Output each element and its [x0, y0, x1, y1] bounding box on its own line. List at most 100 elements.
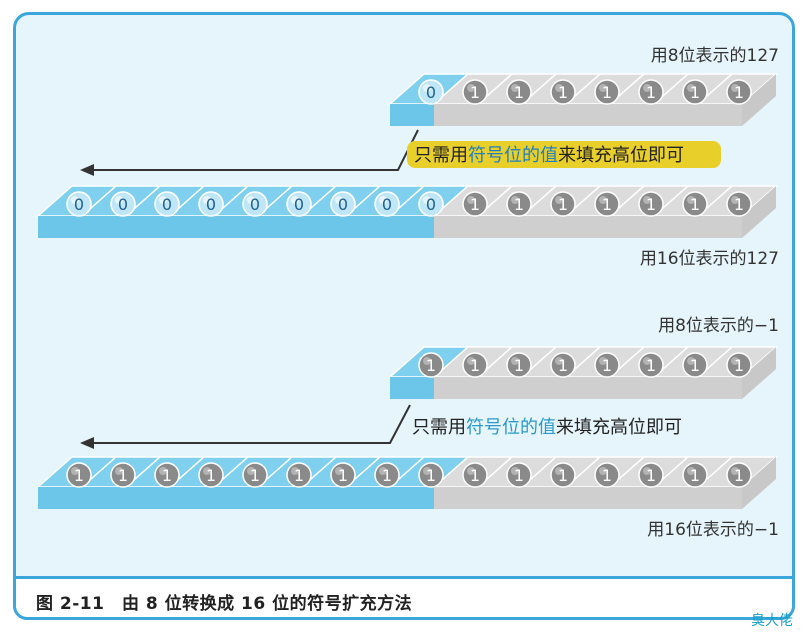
bit-ball-shine: [643, 196, 651, 204]
bit-ball: [330, 462, 356, 488]
bit-ball: [462, 462, 488, 488]
bit-ball-shine: [379, 196, 387, 204]
bit-ball-shine: [203, 467, 211, 475]
bit-digit: 1: [690, 356, 700, 375]
bit-ball-shine: [687, 84, 695, 92]
bit-ball-shine: [687, 467, 695, 475]
bit-digit: 0: [206, 195, 216, 214]
bit-ball: [682, 462, 708, 488]
bit-ball-shine: [643, 84, 651, 92]
top-extension-note: 只需用符号位的值来填充高位即可: [80, 129, 721, 176]
bit-ball-shine: [731, 357, 739, 365]
bit-ball-shine: [335, 196, 343, 204]
row-side-face: [742, 186, 776, 238]
bit-ball: [550, 191, 576, 217]
label-top-16bit: 用16位表示的127: [640, 249, 779, 269]
row-front-blue: [38, 487, 434, 509]
bit-ball: [66, 462, 92, 488]
top-note-highlight: [407, 141, 721, 168]
bit-ball: [110, 462, 136, 488]
bit-ball-shine: [731, 84, 739, 92]
bottom-extension-note: 只需用符号位的值来填充高位即可: [80, 404, 682, 449]
bit-digit: 1: [602, 195, 612, 214]
bit-digit: 1: [558, 466, 568, 485]
bit-digit: 1: [250, 466, 260, 485]
bit-digit: 0: [426, 83, 436, 102]
bit-digit: 1: [558, 356, 568, 375]
bit-digit: 1: [426, 466, 436, 485]
bit-ball: [242, 462, 268, 488]
bit-ball: [594, 79, 620, 105]
bit-ball: [726, 191, 752, 217]
bit-ball-shine: [467, 467, 475, 475]
bit-ball-shine: [71, 196, 79, 204]
bit-digit: 0: [162, 195, 172, 214]
bit-ball-shine: [379, 467, 387, 475]
bit-ball: [374, 462, 400, 488]
bit-ball-shine: [335, 467, 343, 475]
bottom-extension-arrow: [86, 404, 411, 444]
bit-ball-shine: [511, 357, 519, 365]
row-front-gray: [434, 487, 742, 509]
bit-digit: 1: [734, 356, 744, 375]
bit-digit: 1: [734, 195, 744, 214]
bit-digit: 1: [646, 356, 656, 375]
bit-ball-shine: [511, 196, 519, 204]
bit-digit: 0: [250, 195, 260, 214]
bit-ball-shine: [643, 467, 651, 475]
bit-digit: 1: [734, 466, 744, 485]
bit-ball: [594, 462, 620, 488]
bit-ball-shine: [599, 357, 607, 365]
bit-ball: [550, 352, 576, 378]
bit-ball-shine: [731, 196, 739, 204]
bit-ball-shine: [423, 84, 431, 92]
bit-ball-shine: [731, 467, 739, 475]
bit-ball: [682, 79, 708, 105]
bit-digit: 1: [514, 83, 524, 102]
bit-ball-shine: [423, 357, 431, 365]
bit-ball: [506, 191, 532, 217]
bit-ball: [594, 191, 620, 217]
bit-ball: [462, 352, 488, 378]
bit-digit: 1: [690, 83, 700, 102]
bit-digit: 0: [338, 195, 348, 214]
bit-digit: 0: [382, 195, 392, 214]
bottom-note-text: 只需用符号位的值来填充高位即可: [412, 417, 682, 438]
row-side-face: [742, 457, 776, 509]
bit-digit: 1: [470, 356, 480, 375]
bit-digit: 1: [514, 195, 524, 214]
bit-digit: 1: [118, 466, 128, 485]
bit-ball-shine: [115, 196, 123, 204]
row-front-gray: [434, 216, 742, 238]
bit-ball: [550, 462, 576, 488]
bit-ball-shine: [599, 84, 607, 92]
bit-ball: [418, 352, 444, 378]
row-front-blue: [390, 377, 434, 399]
bit-digit: 1: [74, 466, 84, 485]
bit-digit: 1: [514, 356, 524, 375]
row-side-face: [742, 347, 776, 399]
bit-digit: 1: [558, 83, 568, 102]
label-bottom-16bit: 用16位表示的−1: [647, 520, 779, 540]
row-front-gray: [434, 104, 742, 126]
bit-digit: 0: [74, 195, 84, 214]
bit-ball: [682, 191, 708, 217]
bit-digit: 1: [690, 195, 700, 214]
bit-digit: 0: [118, 195, 128, 214]
bit-ball: [506, 462, 532, 488]
row-front-blue: [38, 216, 434, 238]
bit-ball-shine: [467, 357, 475, 365]
bit-ball-shine: [643, 357, 651, 365]
bit-ball: [638, 191, 664, 217]
bit-ball-shine: [687, 196, 695, 204]
top-extension-arrow: [86, 129, 419, 171]
bit-ball-shine: [599, 196, 607, 204]
caption-bar: 图 2-11 由 8 位转换成 16 位的符号扩充方法: [13, 576, 795, 620]
bit-digit: 1: [206, 466, 216, 485]
bit-digit: 1: [558, 195, 568, 214]
bit-ball-shine: [511, 467, 519, 475]
